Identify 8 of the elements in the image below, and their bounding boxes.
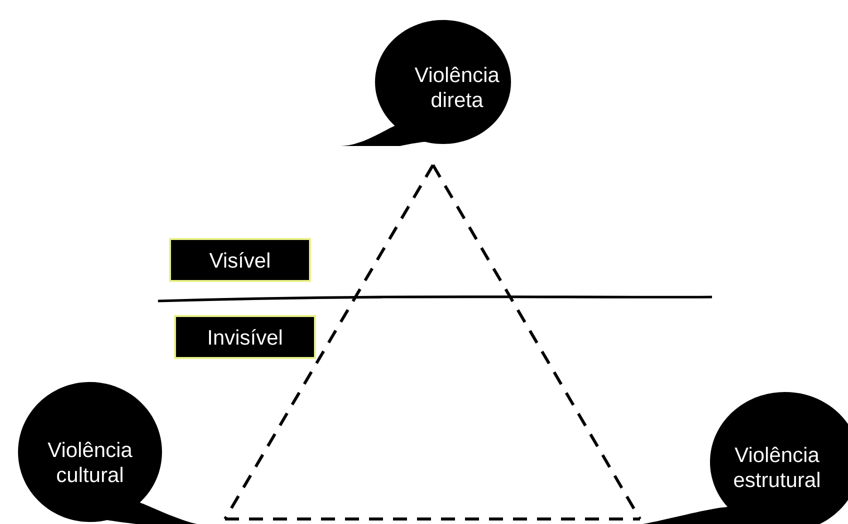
dashed-line: [224, 164, 434, 520]
label-box: Visível: [169, 238, 311, 282]
speech-bubble: Violência direta: [340, 20, 511, 146]
speech-bubble: Violência cultural: [18, 382, 212, 524]
label-box: Invisível: [174, 314, 316, 359]
dashed-line: [432, 164, 642, 520]
dashed-line: [225, 517, 640, 520]
speech-bubble: Violência estrutural: [625, 392, 848, 524]
